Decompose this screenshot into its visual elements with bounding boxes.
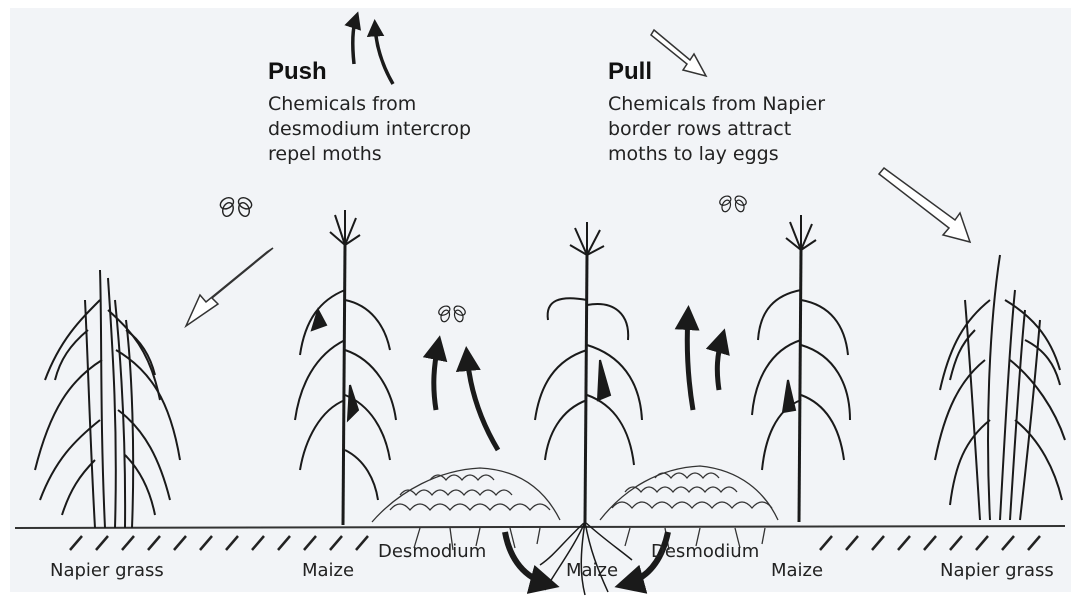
push-title: Push — [268, 58, 327, 86]
soil-hatch-stroke — [950, 536, 962, 550]
soil-hatch-stroke — [1002, 536, 1014, 550]
soil-hatch-stroke — [174, 536, 186, 550]
pull-line-1: Chemicals from Napier — [608, 92, 825, 117]
hollow-arrow-pull-top — [651, 30, 706, 76]
ground-line — [15, 526, 1065, 528]
soil-hatch-stroke — [304, 536, 316, 550]
soil-hatch-stroke — [70, 536, 82, 550]
napier-grass-left-plant — [35, 270, 180, 528]
volatile-arrow-4 — [717, 338, 722, 390]
soil-hatch-stroke — [330, 536, 342, 550]
soil-hatch-stroke — [148, 536, 160, 550]
desmodium-left-patch — [372, 468, 560, 550]
label-desmodium-right: Desmodium — [651, 541, 759, 562]
label-napier-grass-right: Napier grass — [940, 560, 1054, 581]
soil-hatch-stroke — [1028, 536, 1040, 550]
soil-hatch-stroke — [924, 536, 936, 550]
soil-hatch-stroke — [226, 536, 238, 550]
soil-hatch-stroke — [122, 536, 134, 550]
maize-right-plant — [752, 215, 850, 522]
soil-hatching — [70, 536, 1040, 550]
push-arrow-top-1 — [353, 18, 356, 64]
push-line-1: Chemicals from — [268, 92, 471, 117]
soil-hatch-stroke — [976, 536, 988, 550]
pull-title: Pull — [608, 58, 652, 86]
maize-left-plant — [295, 210, 396, 525]
label-maize-right: Maize — [771, 560, 823, 581]
desmodium-right-patch — [600, 466, 778, 550]
soil-hatch-stroke — [96, 536, 108, 550]
volatile-arrow-1 — [434, 345, 438, 410]
volatile-arrow-2 — [467, 356, 498, 450]
hollow-arrow-push-left — [186, 248, 273, 326]
push-description: Chemicals from desmodium intercrop repel… — [268, 92, 471, 167]
maize-center-roots — [540, 522, 632, 595]
push-arrow-top-2 — [375, 26, 393, 84]
maize-center-plant — [535, 222, 642, 522]
soil-hatch-stroke — [898, 536, 910, 550]
pull-line-3: moths to lay eggs — [608, 142, 825, 167]
volatile-arrow-3 — [687, 315, 693, 410]
moth-icon-left — [218, 195, 253, 217]
label-maize-left: Maize — [302, 560, 354, 581]
soil-hatch-stroke — [200, 536, 212, 550]
push-line-2: desmodium intercrop — [268, 117, 471, 142]
soil-hatch-stroke — [252, 536, 264, 550]
label-maize-center: Maize — [566, 560, 618, 581]
moth-icon-right — [718, 194, 748, 213]
soil-hatch-stroke — [278, 536, 290, 550]
napier-grass-right-plant — [935, 255, 1065, 520]
label-napier-grass-left: Napier grass — [50, 560, 164, 581]
soil-hatch-stroke — [356, 536, 368, 550]
soil-hatch-stroke — [872, 536, 884, 550]
pull-line-2: border rows attract — [608, 117, 825, 142]
soil-hatch-stroke — [820, 536, 832, 550]
soil-hatch-stroke — [846, 536, 858, 550]
moth-icon-center — [437, 304, 467, 323]
root-arrow-left — [505, 532, 548, 584]
hollow-arrow-pull-right — [879, 168, 970, 242]
push-line-3: repel moths — [268, 142, 471, 167]
label-desmodium-left: Desmodium — [378, 541, 486, 562]
pull-description: Chemicals from Napier border rows attrac… — [608, 92, 825, 167]
